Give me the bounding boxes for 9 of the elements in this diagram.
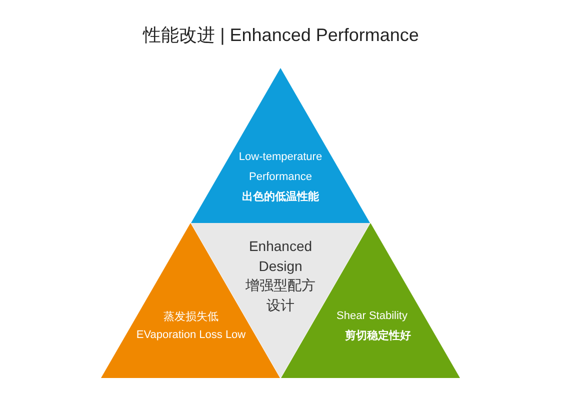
triangle-label: Enhanced Design — [248, 237, 314, 276]
title: 性能改进 | Enhanced Performance — [143, 24, 419, 47]
triangle-label: 出色的低温性能 — [242, 190, 319, 205]
triangle-label: Low-temperature Performance — [238, 150, 324, 185]
triangle-label: Shear Stability — [336, 309, 408, 324]
triangle-label: 剪切稳定性好 — [345, 328, 411, 344]
triangle-label: EVaporation Loss Low — [136, 328, 246, 343]
triangle-label: 蒸发损失低 — [164, 310, 218, 325]
triangle-label: 增强型配方设计 — [244, 276, 316, 314]
